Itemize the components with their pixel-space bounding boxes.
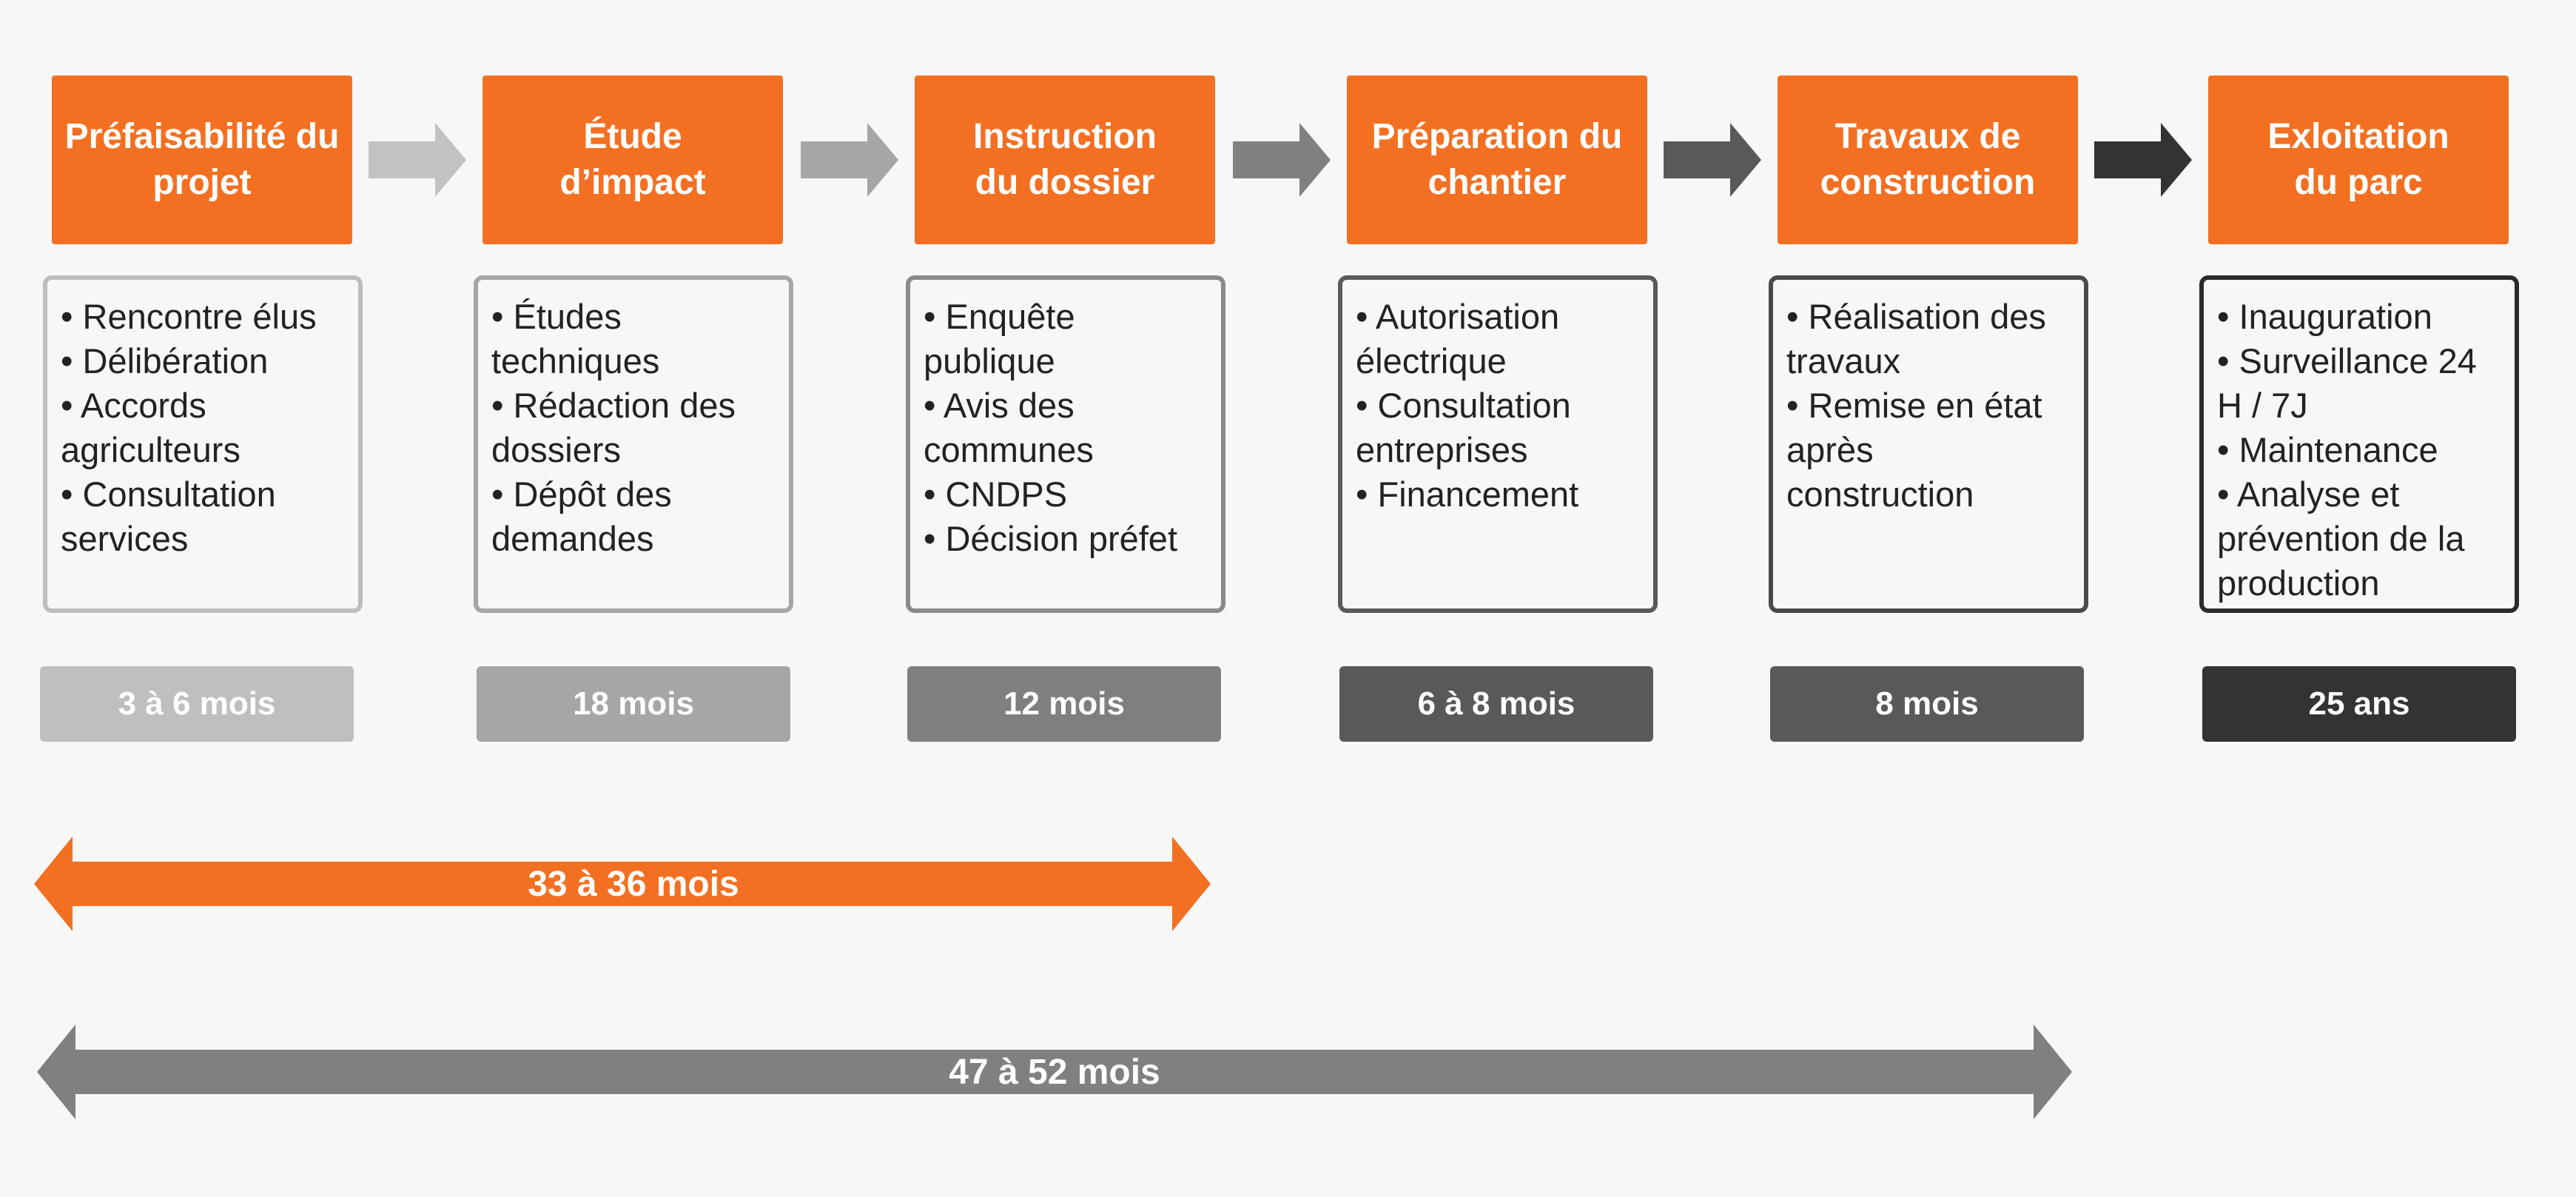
list-item: Rencontre élus — [61, 295, 345, 339]
duration-badge-etude-impact: 18 mois — [477, 666, 790, 742]
list-item: Autorisation électrique — [1356, 295, 1640, 383]
flow-arrow-5 — [2094, 123, 2192, 197]
flow-arrow-4 — [1664, 123, 1761, 197]
flow-arrow-3 — [1233, 123, 1331, 197]
span-label-47-52: 47 à 52 mois — [949, 1052, 1160, 1092]
phase-details-preparation-chantier: Autorisation électrique Consultation ent… — [1338, 275, 1658, 613]
list-item: Délibération — [61, 339, 345, 383]
list-item: Remise en état après construction — [1786, 383, 2071, 517]
list-item: Surveillance 24 H / 7J — [2217, 339, 2501, 428]
duration-badge-exploitation: 25 ans — [2202, 666, 2516, 742]
duration-badge-preparation-chantier: 6 à 8 mois — [1339, 666, 1653, 742]
phase-details-exploitation: Inauguration Surveillance 24 H / 7J Main… — [2199, 275, 2519, 613]
duration-badge-travaux: 8 mois — [1770, 666, 2084, 742]
list-item: Rédaction des dossiers — [491, 383, 776, 472]
span-label-33-36: 33 à 36 mois — [528, 864, 739, 904]
phase-details-prefaisabilite: Rencontre élus Délibération Accords agri… — [43, 275, 363, 613]
list-item: Enquête publique — [924, 295, 1208, 383]
phase-details-travaux: Réalisation des travaux Remise en état a… — [1769, 275, 2088, 613]
list-item: Accords agriculteurs — [61, 383, 345, 472]
duration-badge-prefaisabilite: 3 à 6 mois — [40, 666, 354, 742]
duration-badge-instruction: 12 mois — [907, 666, 1221, 742]
flow-arrow-1 — [369, 123, 466, 197]
list-item: Avis des communes — [924, 383, 1208, 472]
list-item: Financement — [1356, 472, 1640, 517]
list-item: Réalisation des travaux — [1786, 295, 2071, 383]
list-item: Consultation services — [61, 472, 345, 561]
span-arrow-33-36 — [34, 836, 1211, 931]
list-item: CNDPS — [924, 472, 1208, 517]
list-item: Études techniques — [491, 295, 776, 383]
list-item: Inauguration — [2217, 295, 2501, 339]
phase-details-etude-impact: Études techniques Rédaction des dossiers… — [474, 275, 793, 613]
flow-arrow-2 — [801, 123, 898, 197]
list-item: Analyse et prévention de la production — [2217, 472, 2501, 606]
list-item: Consultation entreprises — [1356, 383, 1640, 472]
list-item: Dépôt des demandes — [491, 472, 776, 561]
span-arrow-47-52 — [37, 1025, 2072, 1119]
list-item: Maintenance — [2217, 428, 2501, 472]
phase-details-instruction: Enquête publique Avis des communes CNDPS… — [906, 275, 1225, 613]
list-item: Décision préfet — [924, 517, 1208, 561]
